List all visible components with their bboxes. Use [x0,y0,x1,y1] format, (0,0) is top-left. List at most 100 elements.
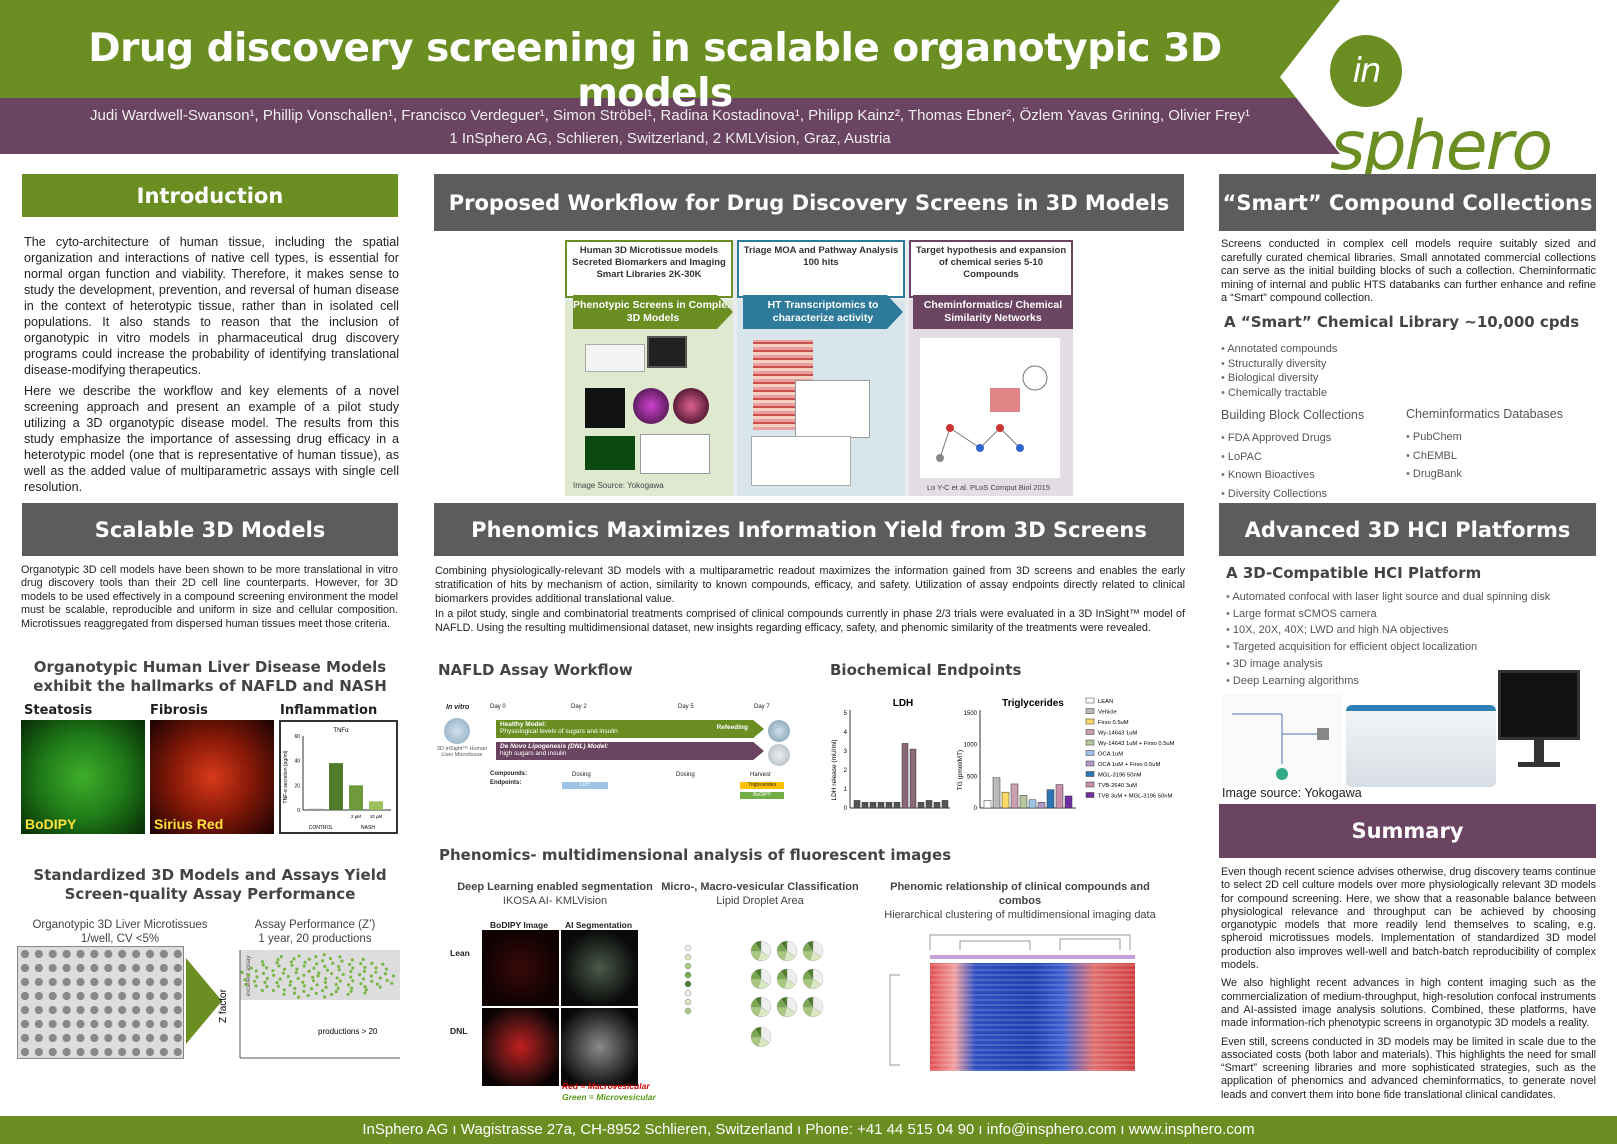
legend-swatch [1085,739,1095,746]
zfactor-point [260,988,264,993]
pie-slice [786,968,798,986]
summary-text: Even though recent science advises other… [1221,866,1596,1107]
zfactor-point [290,963,294,967]
size-class-swatch [684,962,692,970]
zfactor-point [351,979,355,983]
zfactor-point [346,992,350,996]
zfactor-point [296,995,301,999]
green-legend: Green = Microvesicular [562,1092,656,1102]
plate-image [585,436,635,470]
optics-diagram [1222,694,1342,786]
ldh-tag: LDH [562,782,608,789]
plate-title: Organotypic 3D Liver Microtissues [32,919,208,931]
zfactor-point [243,978,247,982]
zfactor-point [303,960,307,964]
zfactor-point [272,973,276,977]
ph-subtitle: Hierarchical clustering of multidimensio… [884,909,1156,921]
zfactor-point [276,984,280,988]
ldh-tick-label: 3 [844,749,848,755]
hci-heading: Advanced 3D HCI Platforms [1219,503,1596,556]
lean-segmentation-image [561,930,638,1006]
smart-heading: “Smart” Compound Collections [1219,174,1596,231]
workflow-source-3: Lo Y-C et al. PLoS Comput Biol 2015 [927,483,1050,492]
zfactor-point [374,970,378,974]
workflow-source-1: Image Source: Yokogawa [573,481,664,490]
stack-image [585,388,625,428]
ldh-tick-label: 4 [844,730,848,736]
zfactor-point [375,982,379,986]
zfactor-point [263,980,267,984]
footer: InSphero AG ı Wagistrasse 27a, CH-8952 S… [0,1116,1617,1144]
hci-item: 10X, 20X, 40X; LWD and high NA objective… [1226,622,1550,639]
dnl-segmentation-image [561,1008,638,1086]
zfactor-point [370,979,374,983]
phenomics-text: Combining physiologically-relevant 3D mo… [435,564,1185,640]
zfactor-point [362,969,367,973]
plate-arrow [186,958,222,1044]
author-list: Judi Wardwell-Swanson¹, Phillip Vonschal… [90,107,1250,124]
lipid-droplet-classification [660,928,860,1078]
smart-item: Chemically tractable [1221,386,1337,401]
microtissue-plate-image [17,946,184,1059]
zfactor-point [336,986,340,990]
tnf-nash-label: NASH [361,825,375,831]
smart-item: Biological diversity [1221,371,1337,386]
zfactor-point [252,979,256,983]
smart-item: Structurally diversity [1221,357,1337,372]
ldh-bar [901,743,909,809]
pie-slice [812,996,824,1014]
healthy-label: Healthy Model: [500,721,547,728]
zfactor-point [364,988,368,992]
summary-p1: Even though recent science advises other… [1221,866,1596,972]
legend-swatch [1085,729,1095,735]
affiliations: 1 InSphero AG, Schlieren, Switzerland, 2… [449,130,891,147]
tg-tick-label: 1500 [964,711,978,717]
zfactor-point [282,967,287,971]
pie-slice [780,940,788,952]
hci-instrument-image [1346,705,1496,787]
hci-monitor-image [1498,670,1580,770]
ldh-bar [909,748,917,809]
zfactor-point [334,982,338,987]
ldh-bar [861,802,869,809]
legend-label: Firso 0.5uM [1098,720,1129,726]
ldh-bar [885,802,893,809]
workflow-box-2: Triage MOA and Pathway Analysis 100 hits [737,240,905,298]
zfactor-label: Z factor [218,988,229,1023]
zfactor-point [281,971,286,975]
monitor-image [647,336,687,368]
tg-tick-label: 0 [974,806,978,812]
dosing-label-2: Dosing [676,772,695,778]
legend-swatch [1085,697,1095,704]
dl-subtitle: IKOSA AI- KMLVision [502,895,608,907]
tnf-category-label: 10 µM [370,814,383,819]
size-class-swatch [684,944,692,952]
zfactor-point [320,959,325,963]
zfactor-point [331,961,335,965]
zfactor-point [265,966,269,970]
endpoints-label: Endpoints: [490,780,522,786]
bb-item: LoPAC [1221,448,1331,467]
pie-slice [754,996,762,1008]
bodipy-label: BoDIPY [25,816,77,832]
pie-slice [780,996,788,1008]
zfactor-point [378,976,382,980]
phenomics-p1: Combining physiologically-relevant 3D mo… [435,565,1185,605]
lean-row-label: Lean [450,948,470,958]
ldh-bar [925,800,933,809]
zfactor-point [255,975,259,979]
mv-subtitle: Lipid Droplet Area [716,895,804,907]
zfactor-point [324,985,328,989]
zfactor-point [338,955,342,959]
logo-in-badge: in [1330,35,1402,108]
clustering-heatmap [880,915,1165,1080]
hci-source: Image source: Yokogawa [1222,786,1362,800]
dendrogram-svg [889,934,1135,1066]
healthy-microtissue-icon [768,720,790,742]
zfactor-point [289,979,293,984]
zfactor-point [306,993,310,998]
legend-label: Vehicle [1098,710,1117,716]
zfactor-point [349,975,353,979]
zfactor-point [349,989,353,993]
tg-bar [983,800,992,809]
